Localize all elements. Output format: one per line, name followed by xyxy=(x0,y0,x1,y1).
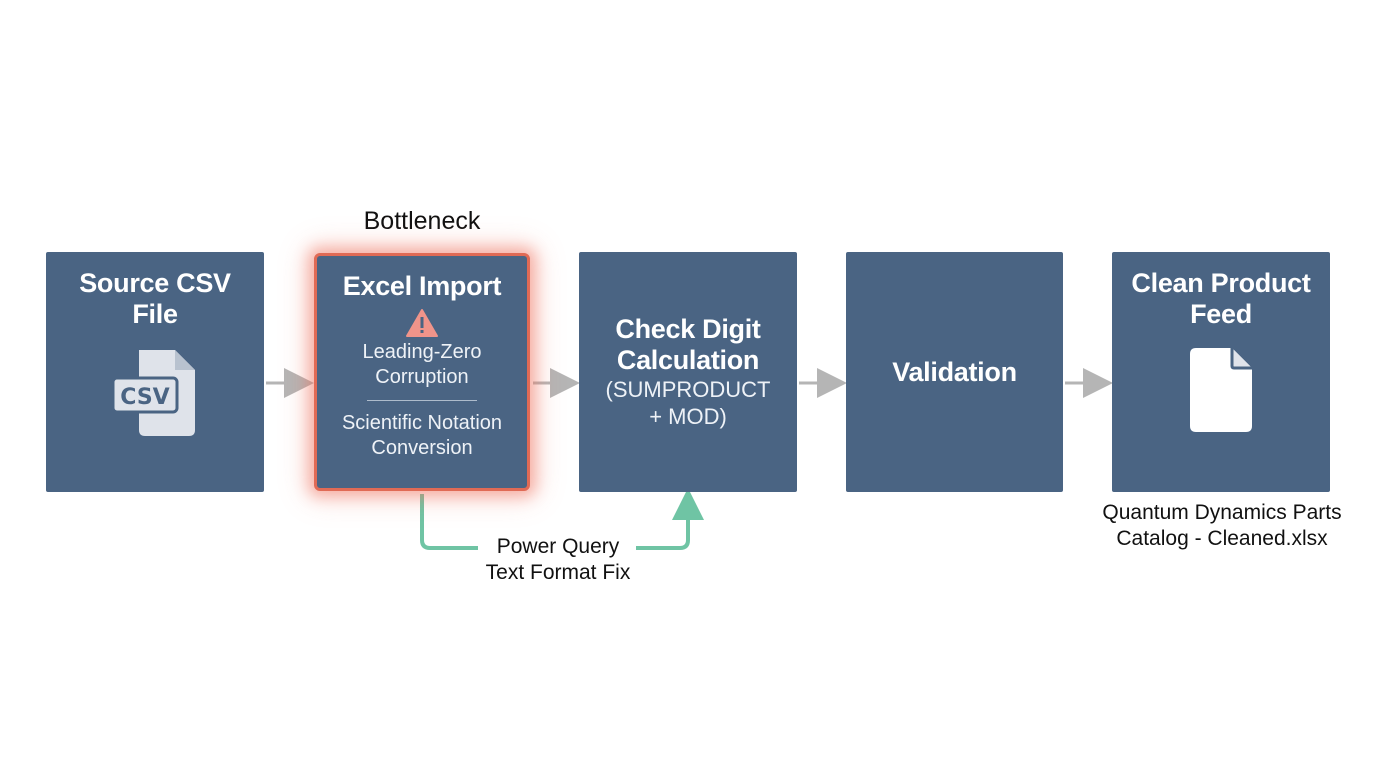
warning-icon xyxy=(406,309,438,337)
node-clean-feed[interactable]: Clean Product Feed xyxy=(1112,252,1330,492)
node-check-digit[interactable]: Check Digit Calculation (SUMPRODUCT + MO… xyxy=(579,252,797,492)
node-title: Source CSV File xyxy=(79,268,231,329)
bypass-path-left xyxy=(420,494,478,550)
document-icon xyxy=(1190,348,1252,432)
node-validation[interactable]: Validation xyxy=(846,252,1063,492)
issue-divider xyxy=(367,400,477,401)
output-file-caption: Quantum Dynamics Parts Catalog - Cleaned… xyxy=(1102,501,1342,550)
node-title: Validation xyxy=(892,356,1017,387)
node-title: Excel Import xyxy=(342,271,502,301)
bypass-label: Power Query Text Format Fix xyxy=(485,535,631,584)
csv-icon-text: CSV xyxy=(120,385,169,410)
issue-scientific-notation: Scientific Notation Conversion xyxy=(341,412,503,459)
issue-leading-zero: Leading-Zero Corruption xyxy=(362,341,482,388)
bypass-path-right xyxy=(636,488,704,550)
node-title: Check Digit Calculation xyxy=(615,314,761,375)
node-source-csv[interactable]: Source CSV File CSV xyxy=(46,252,264,492)
bottleneck-label: Bottleneck xyxy=(363,207,481,235)
node-subtitle: (SUMPRODUCT + MOD) xyxy=(605,377,771,429)
node-title: Clean Product Feed xyxy=(1131,268,1311,329)
node-excel-import[interactable]: Excel Import Leading-Zero Corruption Sci… xyxy=(314,253,530,491)
csv-file-icon: CSV xyxy=(111,350,195,436)
